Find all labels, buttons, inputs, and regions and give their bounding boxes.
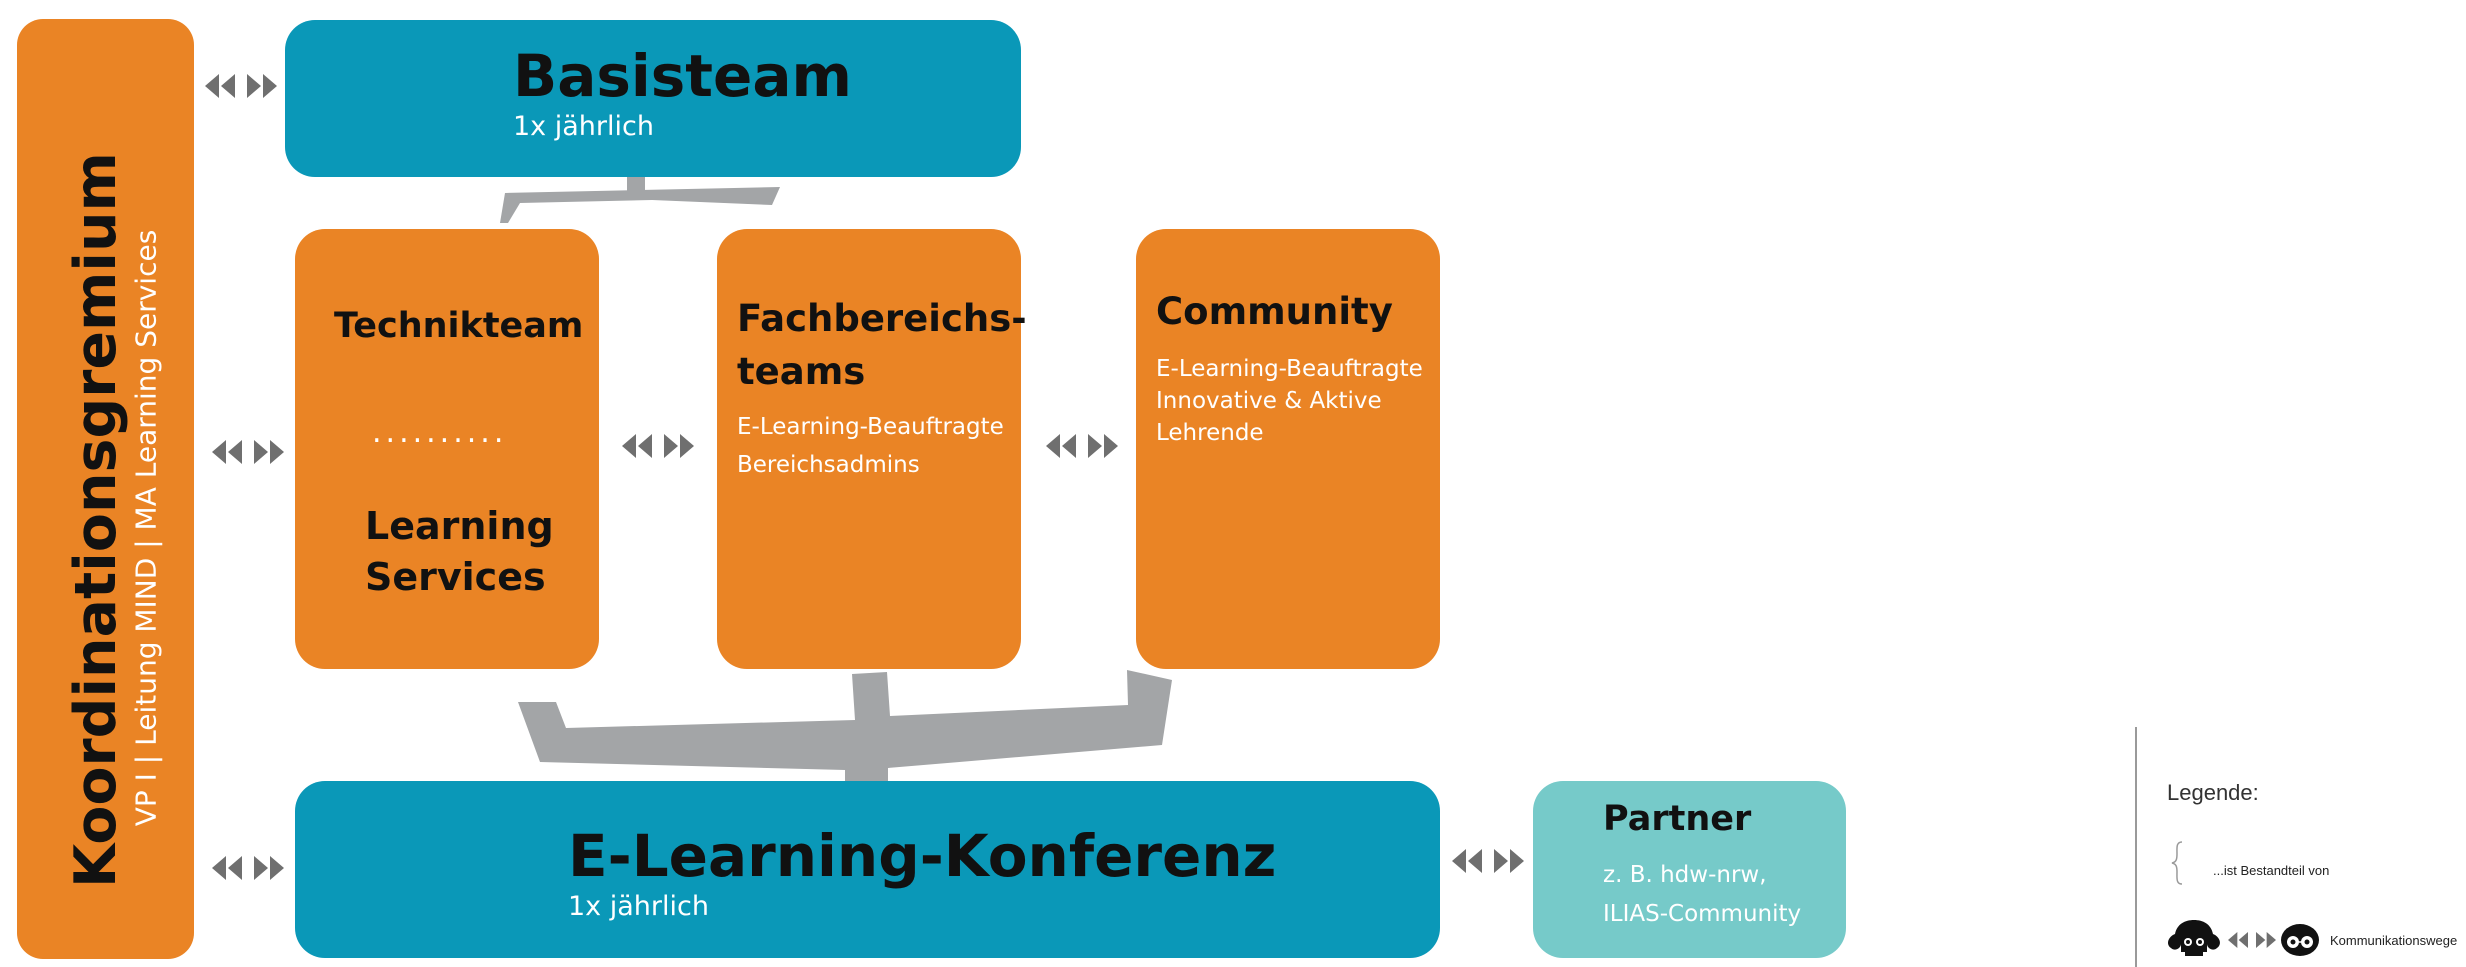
fachbereichsteams-line2: Bereichsadmins	[737, 452, 920, 478]
konferenz-box	[295, 781, 1440, 958]
connector-basisteam-shape	[500, 187, 780, 223]
community-box	[1136, 229, 1440, 669]
legend-part-of-text: ...ist Bestandteil von	[2213, 863, 2330, 878]
technikteam-title: Technikteam	[334, 306, 584, 346]
koordinationsgremium-title: Koordinationsgremium	[63, 152, 129, 888]
face-with-braids-icon	[2163, 918, 2225, 958]
fachbereichsteams-title-line2: teams	[737, 350, 866, 393]
community-line3: Lehrende	[1156, 420, 1264, 446]
partner-title: Partner	[1603, 799, 1752, 839]
koordinationsgremium-subtitle: VP I | Leitung MIND | MA Learning Servic…	[129, 229, 163, 827]
connector-konferenz-shape	[518, 670, 1172, 818]
konferenz-frequency: 1x jährlich	[568, 891, 709, 922]
double-arrow-icon	[212, 852, 284, 884]
learning-services-line1: Learning	[365, 504, 554, 548]
community-line1: E-Learning-Beauftragte	[1156, 356, 1423, 382]
koordinationsgremium-box	[17, 19, 194, 959]
fachbereichsteams-box	[717, 229, 1021, 669]
communication-arrow-icon	[2228, 929, 2276, 951]
partner-line2: ILIAS-Community	[1603, 901, 1802, 927]
double-arrow-icon	[1046, 430, 1118, 462]
konferenz-title: E-Learning-Konferenz	[568, 822, 1277, 890]
double-arrow-icon	[212, 436, 284, 468]
double-arrow-icon	[1452, 845, 1524, 877]
learning-services-line2: Services	[365, 555, 546, 599]
basisteam-title: Basisteam	[513, 42, 852, 110]
technikteam-box	[295, 229, 599, 669]
legend-title: Legende:	[2167, 780, 2259, 805]
partner-box	[1533, 781, 1846, 958]
curly-bracket-icon	[2170, 840, 2186, 886]
fachbereichsteams-title-line1: Fachbereichs-	[737, 297, 1027, 340]
basisteam-box	[285, 20, 1021, 177]
legend-divider	[2135, 727, 2137, 967]
community-title: Community	[1156, 290, 1393, 333]
basisteam-frequency: 1x jährlich	[513, 111, 654, 142]
face-with-glasses-icon	[2280, 922, 2320, 958]
fachbereichsteams-line1: E-Learning-Beauftragte	[737, 414, 1004, 440]
technikteam-dots: ..........	[372, 415, 508, 450]
community-line2: Innovative & Aktive	[1156, 388, 1382, 414]
double-arrow-icon	[205, 70, 277, 102]
legend-communication-text: Kommunikationswege	[2330, 933, 2458, 948]
partner-line1: z. B. hdw-nrw,	[1603, 862, 1767, 888]
double-arrow-icon	[622, 430, 694, 462]
